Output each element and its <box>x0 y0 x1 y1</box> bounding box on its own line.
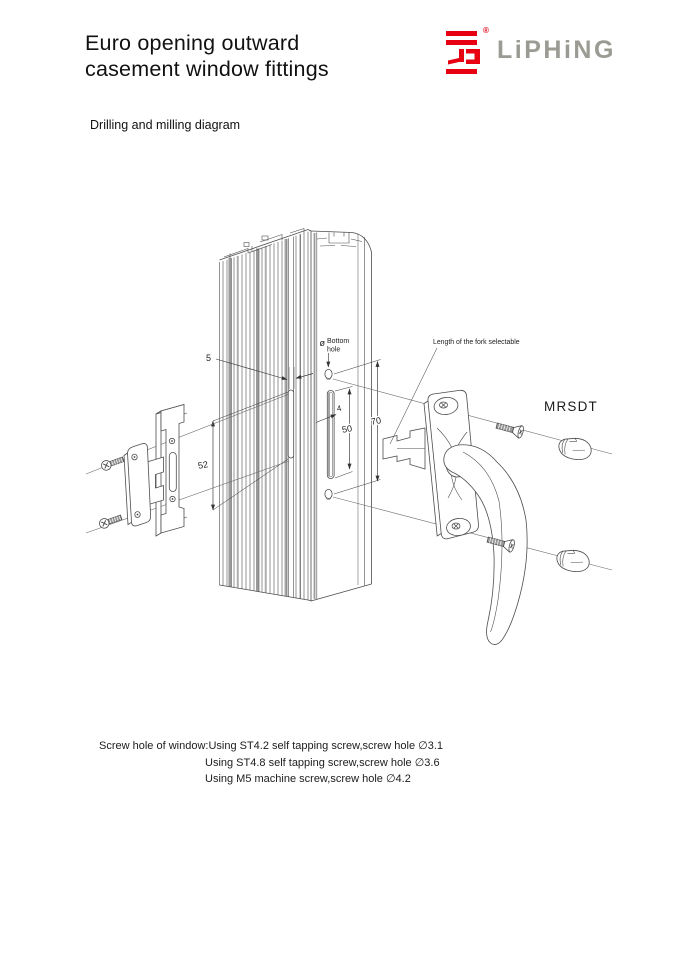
keeper-plate <box>123 443 152 527</box>
dim-50-label: 50 <box>341 423 353 435</box>
note-line-2: Using ST4.8 self tapping screw,screw hol… <box>205 756 440 769</box>
brand-logo-icon <box>446 31 480 74</box>
bottom-screw-hole <box>324 488 333 500</box>
handle-assembly <box>382 389 592 645</box>
registered-trademark: ® <box>483 26 489 35</box>
screw-cap-top <box>558 437 592 461</box>
hole-label-line2: hole <box>327 347 340 354</box>
keeper-plate-assembly <box>99 403 188 537</box>
page-title-line2: casement window fittings <box>85 57 329 81</box>
screw-hole-notes: Screw hole of window:Using ST4.2 self ta… <box>99 738 443 788</box>
hole-diameter-symbol: ø <box>320 338 326 348</box>
keeper-screw-bottom <box>99 514 123 529</box>
keeper-screw-top <box>101 456 125 471</box>
handle-lever <box>443 444 528 645</box>
striker-plate <box>155 403 188 537</box>
dim-52-label: 52 <box>197 459 209 471</box>
note-line-1: Screw hole of window:Using ST4.2 self ta… <box>99 740 444 752</box>
top-screw-hole <box>324 368 333 380</box>
brand-name: LiPHiNG <box>497 36 616 64</box>
dim-70-label: 70 <box>370 415 382 427</box>
dimension-labels: 5 52 4 50 70 ø Bottom hole <box>196 338 384 472</box>
dim-5-label: 5 <box>206 353 211 363</box>
fork-note-leader <box>389 347 438 445</box>
page-title: Euro opening outward casement window fit… <box>85 30 329 82</box>
keeper-spacer-bracket <box>146 456 164 506</box>
screw-cap-bottom <box>556 549 590 573</box>
brand-logo: ® LiPHiNG <box>443 26 653 76</box>
hole-label-line1: Bottom <box>327 338 349 345</box>
dimension-annotations <box>211 353 381 511</box>
page-title-line1: Euro opening outward <box>85 31 300 55</box>
handle-screw-bottom <box>486 536 515 553</box>
handle-screw-top <box>495 422 524 439</box>
model-code-label: MRSDT <box>544 399 598 414</box>
window-profile <box>219 228 372 602</box>
fork-note-label: Length of the fork selectable <box>433 339 520 346</box>
note-line-3: Using M5 machine screw,screw hole ∅4.2 <box>205 773 411 785</box>
diagram-subtitle: Drilling and milling diagram <box>90 118 241 132</box>
dim-4-label: 4 <box>336 404 343 414</box>
